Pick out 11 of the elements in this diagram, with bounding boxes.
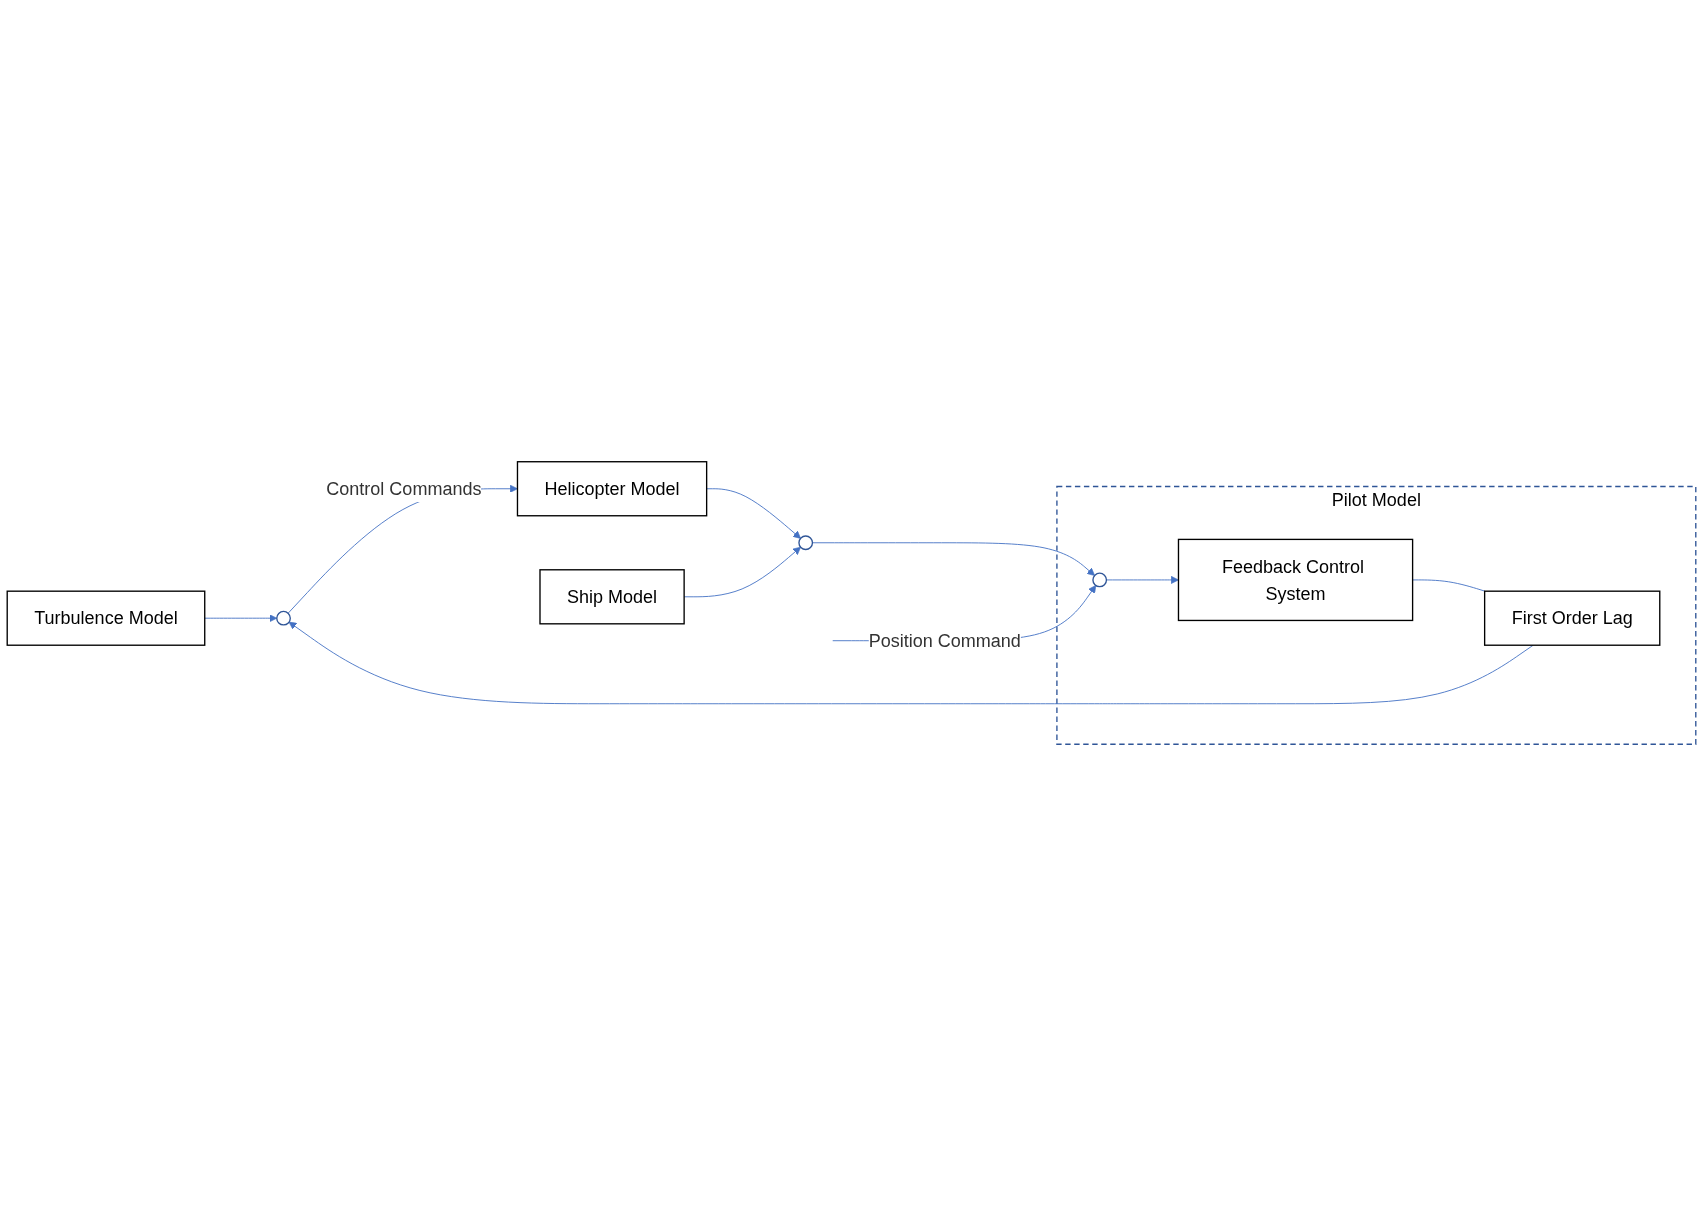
node-box: Feedback Control System bbox=[1177, 538, 1414, 622]
node-box: Ship Model bbox=[539, 569, 685, 625]
node-circle bbox=[276, 610, 291, 626]
node-box: Turbulence Model bbox=[6, 590, 206, 646]
node-circle bbox=[798, 535, 814, 551]
edge-label: Position Command bbox=[868, 630, 1021, 651]
edge-label: Control Commands bbox=[326, 478, 482, 499]
node-circle bbox=[1092, 572, 1108, 588]
connector bbox=[1412, 579, 1486, 592]
node-box: Helicopter Model bbox=[516, 461, 708, 517]
node-box: First Order Lag bbox=[1483, 590, 1661, 646]
